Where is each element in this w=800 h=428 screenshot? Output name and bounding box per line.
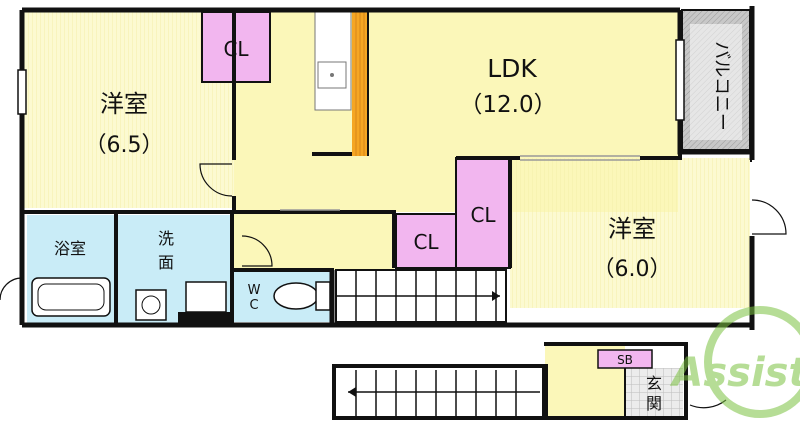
bath-label: 浴室 <box>54 239 86 258</box>
bathtub <box>31 277 111 317</box>
western-room-right-size: （6.0） <box>593 257 672 282</box>
toilet <box>273 282 319 310</box>
washroom-label-2: 面 <box>158 253 174 272</box>
entrance-label-2: 関 <box>646 394 662 413</box>
wc-label-1: W <box>248 283 261 298</box>
wash-basin <box>185 281 227 313</box>
wc-label-2: C <box>249 298 258 313</box>
entrance-tile <box>625 368 683 418</box>
assist-logo: Assist <box>669 306 800 418</box>
assist-logo-text: Assist <box>669 350 800 396</box>
washing-machine <box>135 289 167 321</box>
closet-top-left-label: CL <box>223 37 249 61</box>
ldk-name: LDK <box>487 54 537 83</box>
ldk-size: （12.0） <box>459 92 556 118</box>
western-room-left-size: （6.5） <box>85 133 164 158</box>
window-left <box>17 69 27 115</box>
washroom-label-1: 洗 <box>158 229 174 248</box>
closet-middle-tall-label: CL <box>470 203 496 227</box>
entrance-label-1: 玄 <box>646 374 662 393</box>
closet-middle-small-label: CL <box>413 230 439 254</box>
balcony-label: バルコニー <box>711 41 732 131</box>
closet-middle-tall <box>455 157 511 269</box>
shoebox-label: SB <box>617 353 633 367</box>
western-room-left-name: 洋室 <box>100 90 148 118</box>
window-balcony <box>675 39 685 121</box>
kitchen-counter <box>314 11 352 111</box>
western-room-right-name: 洋室 <box>608 215 656 243</box>
hall-floor <box>234 212 394 270</box>
